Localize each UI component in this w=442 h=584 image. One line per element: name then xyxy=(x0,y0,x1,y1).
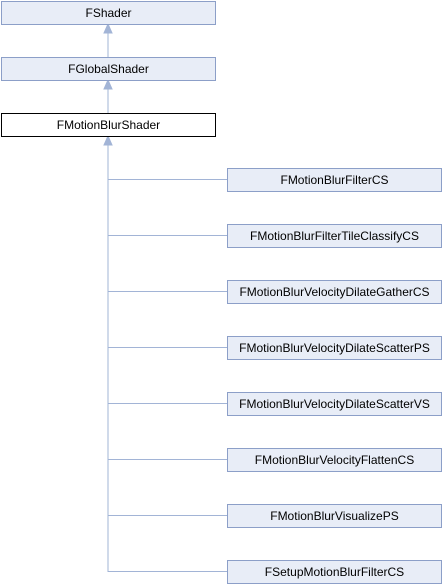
class-node-fmotionblurfiltercs[interactable]: FMotionBlurFilterCS xyxy=(227,168,442,192)
class-node-fmotionblurfiltertileclassifycs[interactable]: FMotionBlurFilterTileClassifyCS xyxy=(227,224,442,248)
class-node-fmotionblurvelocitydilategathercs[interactable]: FMotionBlurVelocityDilateGatherCS xyxy=(227,280,442,304)
class-node-fglobalshader[interactable]: FGlobalShader xyxy=(1,57,216,81)
class-label-fmotionblurvelocitydilatescattervs: FMotionBlurVelocityDilateScatterVS xyxy=(239,397,430,411)
arrow-fglobalshader-to-fshader xyxy=(103,22,113,34)
class-node-fsetupmotionblurfiltercs[interactable]: FSetupMotionBlurFilterCS xyxy=(227,560,442,584)
arrow-into-fmotionblurshader xyxy=(103,134,113,146)
edge-fmotionblurvelocitydilatescatterps-to-fmotionblurshader xyxy=(107,145,227,348)
arrow-fmotionblurshader-to-fglobalshader xyxy=(103,78,113,90)
class-label-fmotionblurshader: FMotionBlurShader xyxy=(57,118,160,132)
class-label-fmotionblurvisualizeps: FMotionBlurVisualizePS xyxy=(270,509,399,523)
class-box-fglobalshader xyxy=(1,57,216,81)
class-label-fmotionblurfiltertileclassifycs: FMotionBlurFilterTileClassifyCS xyxy=(250,229,419,243)
class-node-fmotionblurvelocitydilatescatterps[interactable]: FMotionBlurVelocityDilateScatterPS xyxy=(227,336,442,360)
edge-fmotionblurfiltercs-to-fmotionblurshader xyxy=(107,145,227,180)
edges-layer xyxy=(103,22,227,572)
class-label-fsetupmotionblurfiltercs: FSetupMotionBlurFilterCS xyxy=(265,565,404,579)
class-node-fmotionblurvelocityflattencs[interactable]: FMotionBlurVelocityFlattenCS xyxy=(227,448,442,472)
edge-fmotionblurvelocitydilatescattervs-to-fmotionblurshader xyxy=(107,145,227,404)
class-label-fmotionblurvelocityflattencs: FMotionBlurVelocityFlattenCS xyxy=(255,453,414,467)
class-node-fmotionblurvelocitydilatescattervs[interactable]: FMotionBlurVelocityDilateScatterVS xyxy=(227,392,442,416)
class-node-fmotionblurvisualizeps[interactable]: FMotionBlurVisualizePS xyxy=(227,504,442,528)
class-node-fmotionblurshader[interactable]: FMotionBlurShader xyxy=(1,113,216,137)
class-node-fshader[interactable]: FShader xyxy=(1,1,216,25)
edge-fmotionblurvelocitydilategathercs-to-fmotionblurshader xyxy=(107,145,227,292)
edge-fsetupmotionblurfiltercs-to-fmotionblurshader xyxy=(107,145,227,572)
class-box-fshader xyxy=(1,1,216,25)
class-label-fmotionblurfiltercs: FMotionBlurFilterCS xyxy=(280,173,388,187)
class-label-fmotionblurvelocitydilategathercs: FMotionBlurVelocityDilateGatherCS xyxy=(239,285,429,299)
class-label-fglobalshader: FGlobalShader xyxy=(68,62,149,76)
class-box-fmotionblurshader xyxy=(1,113,216,137)
edge-fmotionblurvelocityflattencs-to-fmotionblurshader xyxy=(107,145,227,460)
class-label-fmotionblurvelocitydilatescatterps: FMotionBlurVelocityDilateScatterPS xyxy=(239,341,430,355)
edge-fmotionblurfiltertileclassifycs-to-fmotionblurshader xyxy=(107,145,227,236)
class-label-fshader: FShader xyxy=(85,6,131,20)
